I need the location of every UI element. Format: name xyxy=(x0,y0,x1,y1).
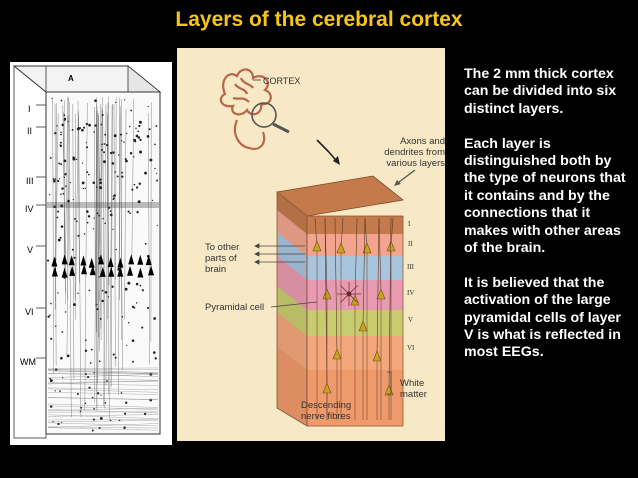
layer-numeral-III: III xyxy=(407,263,415,271)
descending-line-1: Descending xyxy=(301,400,351,411)
left-layer-label-VI: VI xyxy=(25,307,34,317)
left-layer-label-IV: IV xyxy=(25,204,34,214)
axons-label-line-3: various layers xyxy=(386,158,445,169)
stellate-cell-icon xyxy=(346,291,352,297)
cortex-block-drawing: CORTEX Axons and dendrites from various … xyxy=(205,68,445,427)
layer-numeral-V: V xyxy=(408,316,413,324)
other-parts-line-2: parts of xyxy=(205,253,237,264)
neuron-texture xyxy=(46,96,159,432)
magnifier-icon xyxy=(251,102,290,134)
layer-band-II xyxy=(307,234,403,256)
layer-band-III-left xyxy=(277,232,307,280)
layer-numeral-IV: IV xyxy=(407,289,414,297)
pyramidal-neuron-icon xyxy=(376,288,386,300)
white-matter-line-1: White xyxy=(400,378,424,389)
pyramidal-neuron-icon xyxy=(322,382,332,394)
pyramidal-neuron-icon xyxy=(336,242,346,254)
slide-title: Layers of the cerebral cortex xyxy=(175,8,463,31)
pyramidal-neuron-icon xyxy=(372,350,382,362)
axons-label-line-1: Axons and xyxy=(400,136,445,147)
layer-numeral-VI: VI xyxy=(407,344,415,352)
layer-numeral-II: II xyxy=(408,240,413,248)
histology-figure: A I II III IV V VI WM xyxy=(10,62,172,445)
axons-label-line-2: dendrites from xyxy=(384,147,445,158)
pyramidal-neuron-icon xyxy=(362,242,372,254)
layer-band-I-left xyxy=(277,192,307,234)
figure-a-label: A xyxy=(68,74,74,83)
other-parts-line-3: brain xyxy=(205,264,226,275)
pyramidal-neuron-icon xyxy=(358,320,368,332)
cortex-label: CORTEX xyxy=(263,76,300,86)
cortex-layers xyxy=(277,192,307,426)
descending-line-2: nerve fibres xyxy=(301,411,351,422)
layer-band-III xyxy=(307,256,403,280)
pyramidal-cells-layer-v xyxy=(51,254,155,278)
pyramidal-neuron-icon xyxy=(332,348,342,360)
histology-drawing: A I II III IV V VI WM xyxy=(12,65,162,439)
pyramidal-neuron-icon xyxy=(312,240,322,252)
layer-band-I xyxy=(307,216,403,234)
layer-band-II-left xyxy=(277,210,307,256)
paragraph-layers: The 2 mm thick cortex can be divided int… xyxy=(464,66,617,117)
left-layer-label-II: II xyxy=(27,126,32,136)
paragraph-eeg: It is believed that the activation of th… xyxy=(464,274,621,361)
other-parts-line-1: To other xyxy=(205,242,239,253)
left-layer-label-WM: WM xyxy=(20,357,36,367)
left-layer-label-III: III xyxy=(26,176,34,186)
layer-numeral-I: I xyxy=(408,220,411,228)
explanation-text: The 2 mm thick cortex can be divided int… xyxy=(464,66,629,379)
layer-band-white-matter-left xyxy=(277,346,307,426)
pyramidal-neuron-icon xyxy=(322,288,332,300)
cortex-diagram: CORTEX Axons and dendrites from various … xyxy=(177,48,445,441)
pyramidal-neuron-icon xyxy=(386,240,396,252)
layer-band-V-left xyxy=(277,286,307,336)
paragraph-distinguished: Each layer is distinguished both by the … xyxy=(464,135,626,257)
white-matter-line-2: matter xyxy=(400,389,427,400)
neuron-drawings xyxy=(312,217,396,420)
left-layer-label-V: V xyxy=(27,245,33,255)
brain-outline-icon xyxy=(219,68,272,150)
left-layer-label-I: I xyxy=(28,104,31,114)
pyramidal-cell-label: Pyramidal cell xyxy=(205,302,264,313)
